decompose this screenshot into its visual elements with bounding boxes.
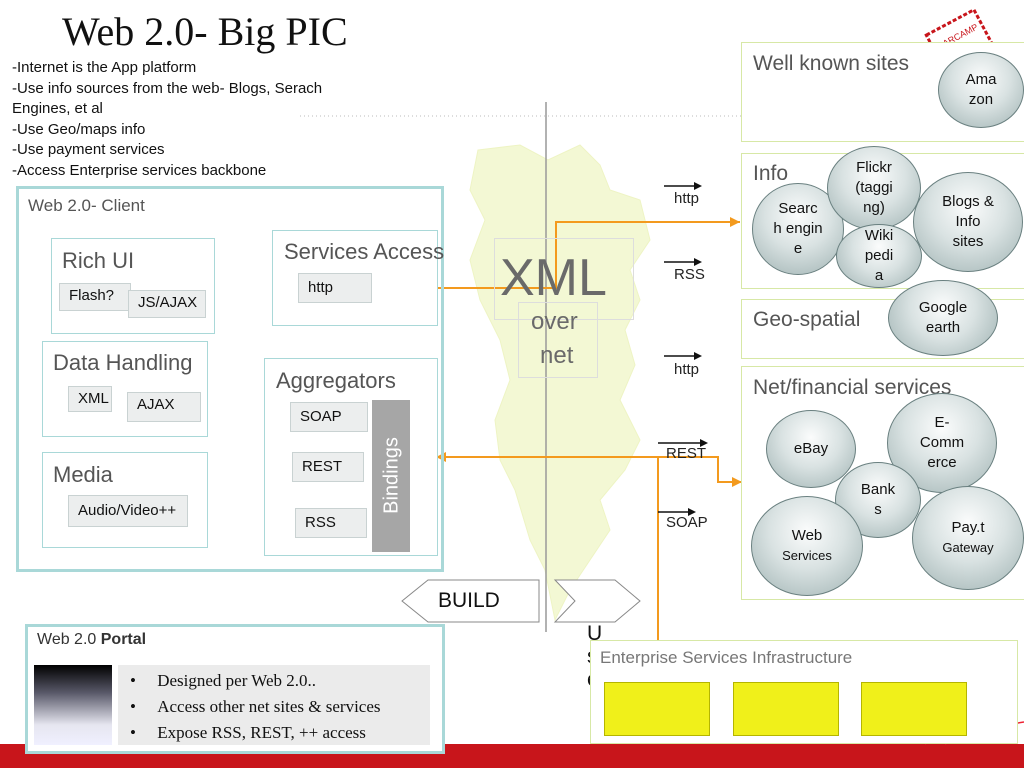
wikipedia-bubble: Wiki pedi a xyxy=(836,224,922,288)
rich-ui-title: Rich UI xyxy=(62,248,135,273)
soap-chip: SOAP xyxy=(290,402,368,432)
protocol-arrows xyxy=(658,185,706,513)
world-map-shape xyxy=(469,144,651,622)
media-title: Media xyxy=(53,462,113,487)
aggregators-title: Aggregators xyxy=(276,368,396,393)
over-label: over xyxy=(531,308,578,335)
net-label: net xyxy=(540,342,574,369)
xml-chip: XML xyxy=(68,386,112,412)
blogs-bubble: Blogs & Info sites xyxy=(913,172,1023,272)
web-services-line1: Web xyxy=(791,527,823,544)
bullet-line: -Internet is the App platform xyxy=(12,59,197,76)
web-services-line2: Services xyxy=(782,548,832,563)
bullet-line: -Access Enterprise services backbone xyxy=(12,161,267,179)
portal-title: Web 2.0 Portal xyxy=(37,631,146,649)
portal-bullet: • Access other net sites & services xyxy=(130,697,381,716)
enterprise-service-block xyxy=(861,682,967,736)
build-label: BUILD xyxy=(438,589,500,612)
bullet-line: Engines, et al xyxy=(12,100,103,117)
rss-chip: RSS xyxy=(295,508,367,538)
amazon-bubble: Ama zon xyxy=(938,52,1024,128)
services-connector xyxy=(372,221,740,289)
portal-bullets: • Designed per Web 2.0.. • Access other … xyxy=(118,665,430,745)
http-chip: http xyxy=(298,273,372,303)
use-letter: U xyxy=(587,622,603,645)
client-title: Web 2.0- Client xyxy=(28,196,145,215)
bindings-bar xyxy=(372,400,410,552)
xml-label: XML xyxy=(500,249,607,307)
protocol-soap: SOAP xyxy=(666,514,708,531)
over-net-frame xyxy=(518,302,598,378)
protocol-rss: RSS xyxy=(674,266,705,283)
portal-title-bold: Portal xyxy=(100,631,147,648)
bullet-line: -Use Geo/maps info xyxy=(12,120,146,138)
use-arrow-shape xyxy=(553,579,641,623)
services-access-title: Services Access xyxy=(284,239,445,264)
data-handling-title: Data Handling xyxy=(53,350,193,375)
rest-chip: REST xyxy=(292,452,364,482)
build-arrow-shape xyxy=(401,579,540,623)
enterprise-title: Enterprise Services Infrastructure xyxy=(600,648,853,667)
portal-bullet: • Expose RSS, REST, ++ access xyxy=(130,723,366,742)
enterprise-service-block xyxy=(604,682,710,736)
protocol-http-1: http xyxy=(674,190,700,207)
intro-bullets: -Internet is the App platform -Use info … xyxy=(12,58,322,181)
well-known-title: Well known sites xyxy=(753,52,910,75)
xml-frame xyxy=(494,238,634,320)
js-ajax-chip: JS/AJAX xyxy=(128,290,206,318)
geo-title: Geo-spatial xyxy=(753,308,861,331)
portal-title-prefix: Web 2.0 xyxy=(37,631,97,648)
flickr-bubble: Flickr (taggi ng) xyxy=(827,146,921,230)
flash-chip: Flash? xyxy=(59,283,131,311)
bullet-line: -Use payment services xyxy=(12,141,165,158)
bullet-line: -Use info sources from the web- Blogs, S… xyxy=(12,79,323,97)
portal-bullet: • Designed per Web 2.0.. xyxy=(130,671,317,690)
bindings-label: Bindings xyxy=(380,437,403,514)
google-earth-bubble: Google earth xyxy=(888,280,998,356)
payment-line2: Gateway xyxy=(942,540,994,555)
aggregators-connector xyxy=(436,456,742,483)
client-panel xyxy=(16,186,444,572)
ebay-bubble: eBay xyxy=(766,410,856,488)
payment-line1: Pay.t xyxy=(951,519,985,536)
enterprise-service-block xyxy=(733,682,839,736)
page-title: Web 2.0- Big PIC xyxy=(62,9,348,54)
audio-video-chip: Audio/Video++ xyxy=(68,495,188,527)
info-title: Info xyxy=(753,162,789,185)
web-services-bubble: Web Services xyxy=(751,496,863,596)
banks-bubble: Bank s xyxy=(835,462,921,538)
payment-gateway-bubble: Pay.t Gateway xyxy=(912,486,1024,590)
financial-title: Net/financial services xyxy=(753,376,952,399)
protocol-http-2: http xyxy=(674,361,700,378)
ajax-chip: AJAX xyxy=(127,392,201,422)
portal-gradient-image xyxy=(34,665,112,745)
protocol-rest: REST xyxy=(666,445,707,462)
